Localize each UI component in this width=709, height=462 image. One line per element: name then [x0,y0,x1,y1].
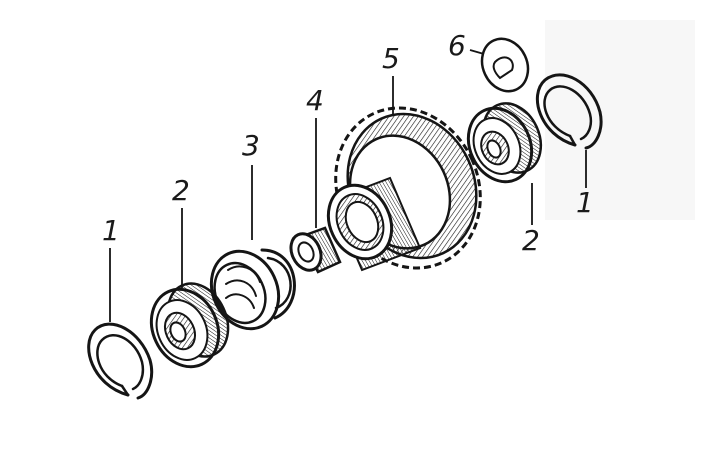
label-part-2-right: 2 [522,224,540,257]
label-part-1-left: 1 [102,214,120,247]
sleeve-nut [289,226,342,274]
label-part-6: 6 [448,29,466,62]
gear-assembly [326,106,482,272]
label-part-5: 5 [382,42,400,75]
paper-patch [545,20,695,220]
key-disc [480,37,530,93]
label-part-4: 4 [306,84,324,117]
label-part-1-right: 1 [576,186,594,219]
snap-ring-right [535,73,603,150]
leader-6 [469,49,485,55]
snap-ring-left [87,322,154,400]
bearing-right [466,102,543,184]
coil-spring [209,248,296,331]
bearing-left [149,282,230,369]
label-part-2-left: 2 [172,174,190,207]
label-part-3: 3 [242,129,260,162]
